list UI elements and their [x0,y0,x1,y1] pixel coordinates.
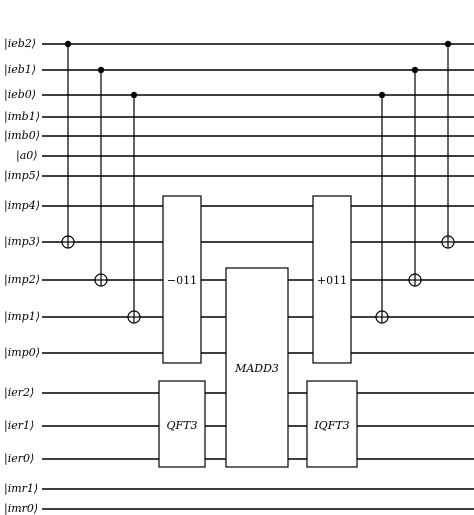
qubit-label-imr1: |imr1⟩ [4,482,38,496]
gate-madd3: MADD3 [225,267,289,468]
qubit-label-imb1: |imb1⟩ [4,110,40,124]
gate-sub-011-label: −011 [167,274,197,287]
target-oplus-icon [408,273,422,287]
control-dot-1 [64,40,72,48]
gate-add-011: +011 [312,195,352,364]
target-oplus-icon [375,310,389,324]
qubit-label-imp4: |imp4⟩ [4,199,40,213]
gate-sub-011: −011 [162,195,202,364]
qubit-label-ier2: |ier2⟩ [4,386,34,400]
qubit-label-imb0: |imb0⟩ [4,129,40,143]
gate-madd3-label: MADD3 [234,362,279,375]
qubit-labels: |ieb2⟩ |ieb1⟩ |ieb0⟩ |imb1⟩ |imb0⟩ |a0⟩ … [4,37,40,515]
target-oplus-icon [61,235,75,249]
gate-qft3-label: QFT3 [167,419,198,432]
target-oplus-icon [94,273,108,287]
qubit-label-imp3: |imp3⟩ [4,235,40,249]
qubit-label-imp5: |imp5⟩ [4,169,40,183]
control-dots [64,40,452,99]
qubit-label-ieb1: |ieb1⟩ [4,63,36,77]
target-oplus-icon [441,235,455,249]
qubit-label-imp0: |imp0⟩ [4,346,40,360]
control-dot-6 [444,40,452,48]
qubit-label-imp2: |imp2⟩ [4,273,40,287]
qubit-label-imp1: |imp1⟩ [4,310,40,324]
control-dot-5 [411,66,419,74]
qubit-label-a0: |a0⟩ [16,149,38,163]
qubit-label-imr0: |imr0⟩ [4,502,38,515]
gate-iqft3: IQFT3 [306,380,358,468]
control-dot-3 [130,91,138,99]
control-dot-4 [378,91,386,99]
gate-iqft3-label: IQFT3 [313,419,349,432]
gate-qft3: QFT3 [158,380,206,468]
cnot-control-lines [67,44,449,317]
cnot-targets [61,235,455,324]
qubit-label-ier0: |ier0⟩ [4,452,34,466]
gate-add-011-label: +011 [317,274,347,287]
qubit-label-ieb0: |ieb0⟩ [4,88,36,102]
target-oplus-icon [127,310,141,324]
control-dot-2 [97,66,105,74]
qubit-label-ieb2: |ieb2⟩ [4,37,36,51]
qubit-label-ier1: |ier1⟩ [4,419,34,433]
